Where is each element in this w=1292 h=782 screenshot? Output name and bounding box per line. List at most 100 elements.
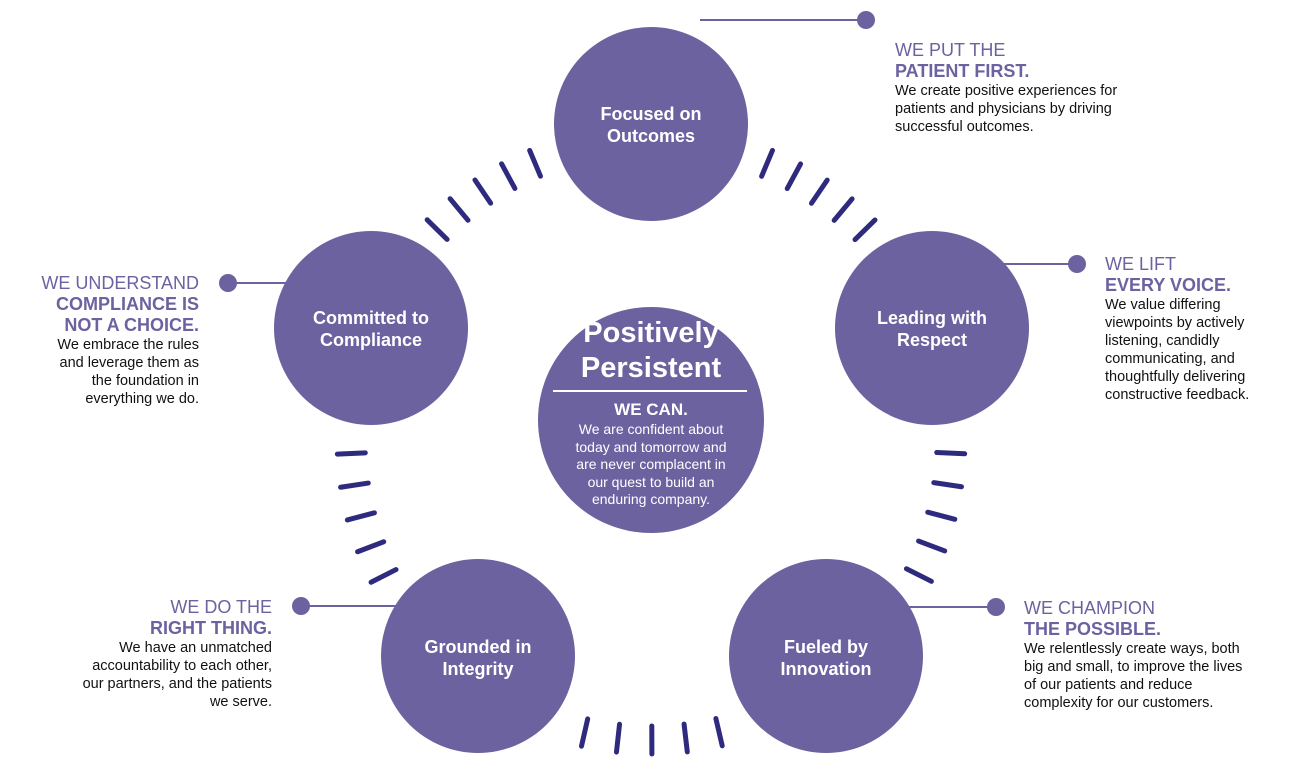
circle-label-innovation: Fueled by Innovation xyxy=(736,636,916,680)
ring-dash xyxy=(472,177,494,206)
ring-dash xyxy=(368,567,399,585)
callout-body-line: everything we do. xyxy=(85,391,199,407)
callout-heading-bold: EVERY VOICE. xyxy=(1105,275,1232,295)
callout-heading: WE PUT THE xyxy=(895,40,1006,60)
callout-body-line: We value differing xyxy=(1105,297,1221,313)
value-circle-integrity xyxy=(381,559,575,753)
callout-body-line: constructive feedback. xyxy=(1105,387,1250,403)
connector-dot-outcomes xyxy=(857,11,875,29)
callout-body-line: We relentlessly create ways, both xyxy=(1024,641,1240,657)
circle-label-line: Focused on xyxy=(600,104,702,124)
callout-heading-bold: COMPLIANCE IS xyxy=(55,294,199,314)
ring-dash xyxy=(759,147,775,179)
circle-label-line: Respect xyxy=(896,330,968,350)
circle-label-line: Committed to xyxy=(313,308,429,328)
callout-body: We relentlessly create ways, both big an… xyxy=(1024,640,1292,712)
center-heading: WE CAN. xyxy=(614,400,688,419)
callout-body-line: accountability to each other, xyxy=(92,658,272,674)
center-body-line: are never complacent in xyxy=(576,456,726,472)
center-body-line: We are confident about xyxy=(578,421,724,437)
callout-heading: WE CHAMPION xyxy=(1024,598,1156,618)
value-circles xyxy=(274,27,1029,753)
circle-label-line: Grounded in xyxy=(424,637,532,657)
connector-dot-respect xyxy=(1068,255,1086,273)
callout-body-line: We have an unmatched xyxy=(119,640,272,656)
center-body-line: enduring company. xyxy=(591,491,711,507)
circle-label-line: Integrity xyxy=(442,659,514,679)
circle-label-outcomes: Focused on Outcomes xyxy=(561,103,741,147)
ring-dash xyxy=(344,510,377,523)
callout-body-line: big and small, to improve the lives xyxy=(1024,659,1243,675)
ring-dash xyxy=(578,716,591,749)
ring-dash xyxy=(447,196,471,223)
value-circle-outcomes xyxy=(554,27,748,221)
ring-dash xyxy=(527,147,543,179)
value-circle-innovation xyxy=(729,559,923,753)
value-circle-compliance xyxy=(274,231,468,425)
callout-innovation: WE CHAMPION THE POSSIBLE. We relentlessl… xyxy=(1024,598,1292,712)
callout-body-line: our partners, and the patients xyxy=(82,676,272,692)
ring-dash xyxy=(499,161,518,191)
ring-dash xyxy=(931,480,964,490)
callout-heading: WE UNDERSTAND xyxy=(41,273,199,293)
ring-dash xyxy=(713,716,725,749)
circle-label-line: Compliance xyxy=(319,330,423,350)
center-divider xyxy=(553,390,747,392)
connector-dot-compliance xyxy=(219,274,237,292)
ring-dash xyxy=(338,480,371,490)
circle-label-compliance: Committed to Compliance xyxy=(281,307,461,351)
center-title-line: Positively xyxy=(583,317,719,349)
callout-body-line: the foundation in xyxy=(91,373,199,389)
callout-body-line: and leverage them as xyxy=(59,355,199,371)
ring-dash xyxy=(934,450,968,457)
callout-integrity: WE DO THE RIGHT THING. We have an unmatc… xyxy=(2,597,272,711)
callout-respect: WE LIFT EVERY VOICE. We value differing … xyxy=(1105,254,1290,404)
connector-dot-integrity xyxy=(292,597,310,615)
callout-heading: WE LIFT xyxy=(1105,254,1176,274)
callout-heading-bold: THE POSSIBLE. xyxy=(1024,619,1162,639)
ring-dash xyxy=(916,538,948,554)
callout-heading-bold: RIGHT THING. xyxy=(150,618,272,638)
ring-dash xyxy=(903,566,934,584)
callout-body: We have an unmatched accountability to e… xyxy=(2,639,272,711)
center-title-line: Persistent xyxy=(580,352,722,384)
callout-body-line: listening, candidly xyxy=(1105,333,1220,349)
dash-ring xyxy=(334,147,968,757)
circle-label-line: Leading with xyxy=(877,308,987,328)
callout-compliance: WE UNDERSTAND COMPLIANCE IS NOT A CHOICE… xyxy=(0,273,199,408)
ring-dash xyxy=(784,161,804,192)
callout-body-line: We embrace the rules xyxy=(57,337,199,353)
ring-dash xyxy=(852,217,878,243)
callout-body-line: we serve. xyxy=(209,694,272,710)
center-circle xyxy=(538,307,764,533)
ring-dash xyxy=(355,539,387,555)
ring-dash xyxy=(831,196,855,223)
ring-dash xyxy=(808,177,830,206)
callout-body-line: We create positive experiences for xyxy=(895,83,1118,99)
callout-heading-bold: NOT A CHOICE. xyxy=(64,315,199,335)
callout-body-line: viewpoints by actively xyxy=(1105,315,1245,331)
ring-dash xyxy=(613,721,623,755)
center-title: Positively Persistent xyxy=(541,316,761,386)
center-body-line: today and tomorrow and xyxy=(575,438,727,455)
ring-dash xyxy=(925,509,958,522)
callout-heading-bold: PATIENT FIRST. xyxy=(895,61,1030,81)
callout-heading: WE DO THE xyxy=(170,597,272,617)
ring-dash xyxy=(424,217,450,242)
callout-body-line: thoughtfully delivering xyxy=(1105,369,1246,385)
callout-body: We value differing viewpoints by activel… xyxy=(1105,296,1290,404)
ring-dash xyxy=(334,450,368,457)
ring-dash xyxy=(681,721,690,755)
value-circle-respect xyxy=(835,231,1029,425)
callout-body: We embrace the rules and leverage them a… xyxy=(0,336,199,408)
circle-label-respect: Leading with Respect xyxy=(842,307,1022,351)
callout-body-line: communicating, and xyxy=(1105,351,1235,367)
callout-body: We create positive experiences for patie… xyxy=(895,82,1165,136)
callout-outcomes: WE PUT THE PATIENT FIRST. We create posi… xyxy=(895,40,1165,136)
center-body: We are confident about today and tomorro… xyxy=(551,421,751,509)
circle-label-integrity: Grounded in Integrity xyxy=(388,636,568,680)
callout-body-line: of our patients and reduce xyxy=(1024,677,1193,693)
callout-body-line: complexity for our customers. xyxy=(1024,695,1214,711)
circle-label-line: Fueled by xyxy=(783,637,868,657)
